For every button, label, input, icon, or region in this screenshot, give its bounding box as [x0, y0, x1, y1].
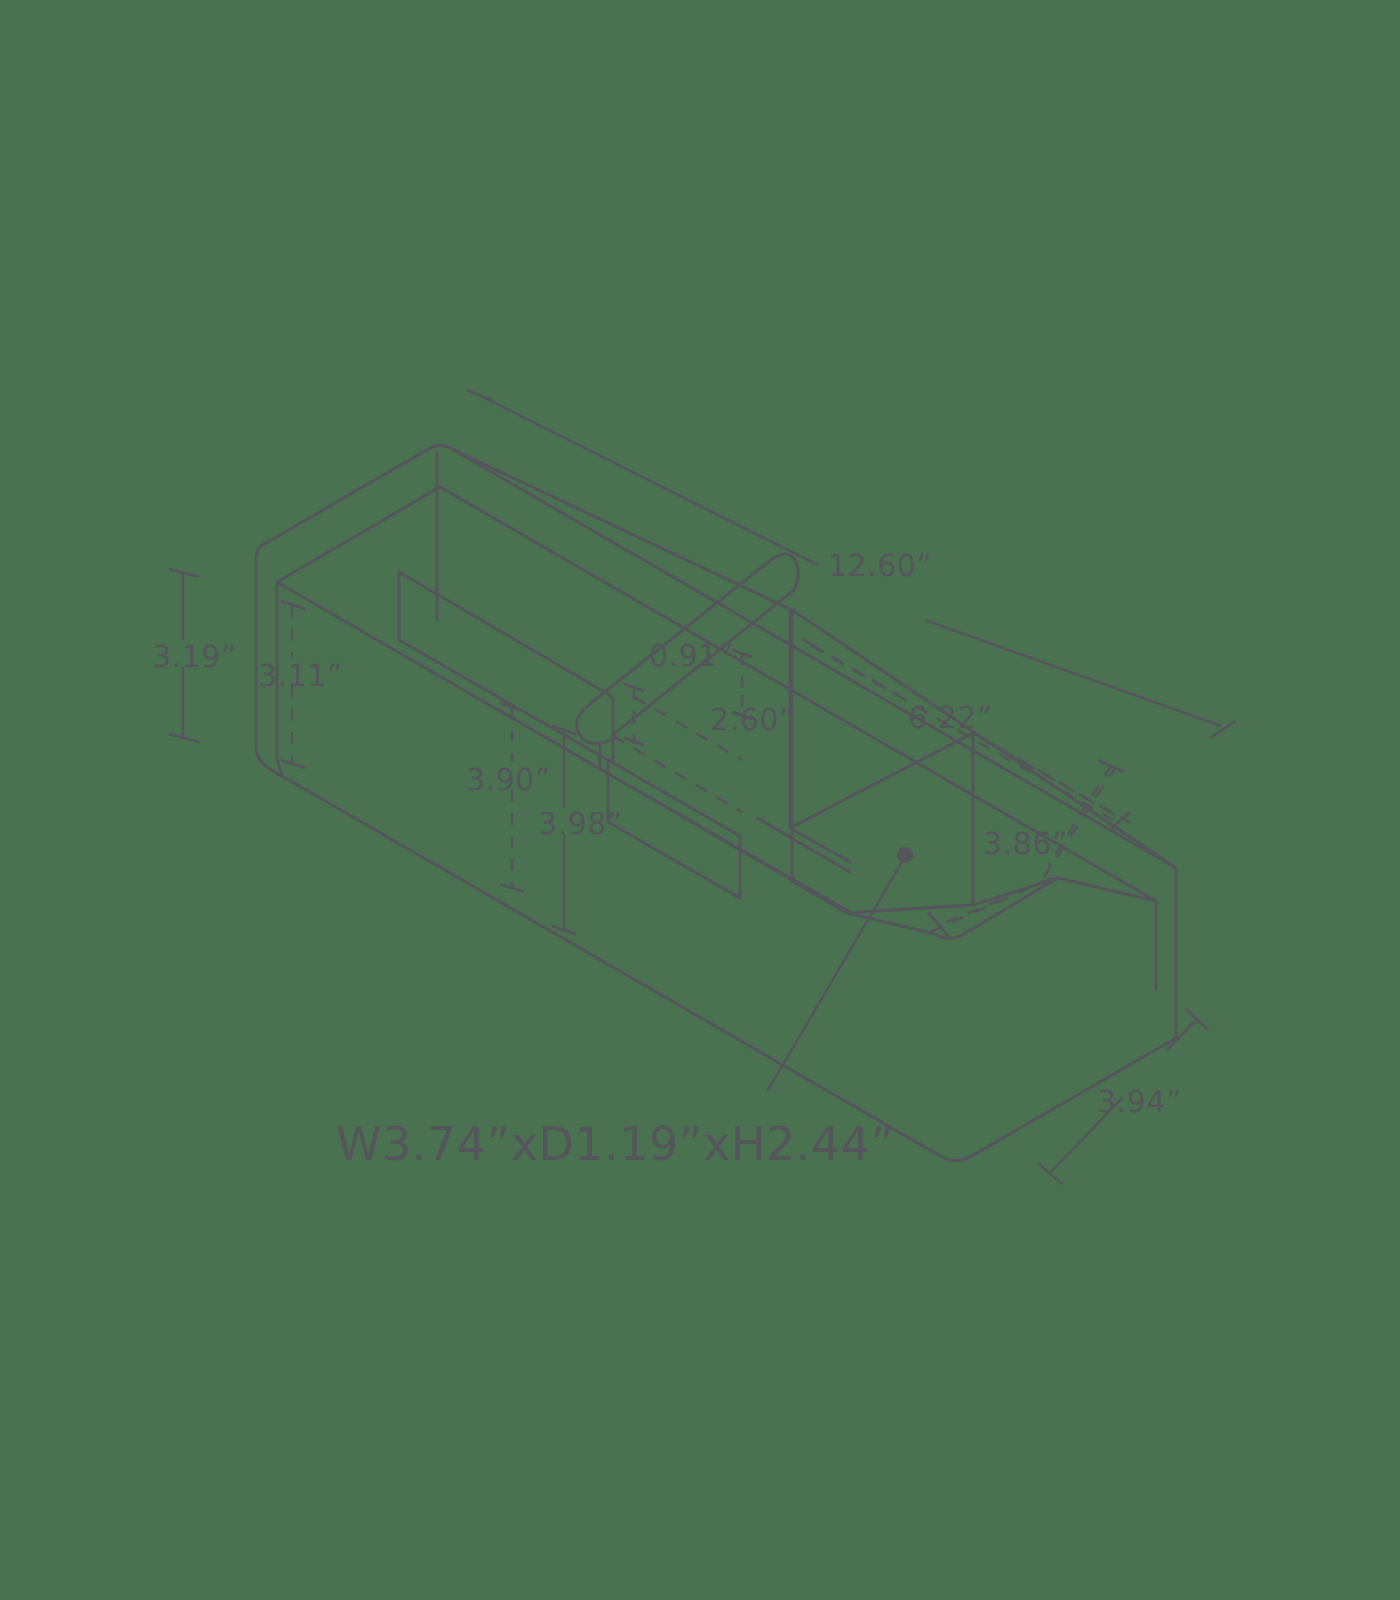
tick-bottom-3-98 [551, 924, 577, 936]
handle-bracket-plate-top [606, 758, 742, 838]
compartment-callout [766, 847, 913, 1092]
dimension-outer-height-mid: 3.98” [538, 724, 623, 936]
right-compartment-corner [845, 911, 937, 936]
tick-top-3-11 [280, 599, 306, 611]
dim-label-3-86: 3.86” [983, 827, 1068, 862]
dimension-caption: W3.74”xD1.19”xH2.44” [336, 1117, 895, 1171]
dim-line-3-94-a [1166, 1018, 1198, 1051]
tick-end-6-22 [1109, 810, 1131, 832]
callout-dot [897, 847, 913, 863]
dim-line-12-60-b [924, 618, 1222, 728]
dim-label-3-94: 3.94” [1097, 1085, 1182, 1120]
handle-rod-end-cap [575, 701, 616, 745]
tick-bottom-3-11 [280, 758, 306, 770]
tick-end-3-86 [926, 911, 950, 937]
hidden-edges [612, 644, 1131, 934]
dim-line-12-60-a [478, 393, 819, 567]
dimension-inner-height-mid: 3.90” [466, 701, 551, 894]
dimension-compartment-length: 6.22” [801, 637, 1131, 832]
dim-label-3-98: 3.98” [538, 807, 623, 842]
handle-bracket-plate [606, 758, 742, 900]
dimension-handle-diameter: 0.91” [649, 639, 753, 721]
handle-rod-top-line [589, 557, 774, 705]
dimension-overall-length: 12.60” [465, 388, 1237, 740]
tick-bottom-0-91 [731, 710, 753, 721]
dim-line-3-94-b [1049, 1097, 1123, 1174]
interior-floor-front-edge [755, 816, 852, 874]
tick-bottom-3-90 [499, 882, 525, 894]
top-rim-back-right-edge [448, 446, 794, 612]
dimension-inner-height-left: 3.11” [258, 599, 343, 770]
dim-label-3-19: 3.19” [152, 640, 237, 675]
dim-label-6-22: 6.22” [908, 701, 993, 736]
front-wall-bottom-edge [266, 766, 944, 1159]
dimension-overall-depth: 3.94” [1037, 1007, 1209, 1186]
divider-panel-2-floor [788, 826, 852, 864]
tick-bottom-2-60 [623, 736, 645, 747]
divider-panel-3-floor-front [788, 878, 849, 915]
dim-label-3-90: 3.90” [466, 763, 551, 798]
callout-leader-line [766, 860, 904, 1092]
tick-top-3-19 [168, 567, 200, 579]
tick-end-12-60 [1209, 719, 1237, 740]
dimension-overall-height-left: 3.19” [152, 567, 237, 744]
right-compartment-floor [933, 876, 1060, 940]
dimension-compartment-depth: 3.86” [926, 758, 1125, 937]
hidden-inner-edge-handle [633, 695, 743, 762]
interior-floor-back-edge [635, 788, 852, 914]
hidden-right-compartment-diag [1042, 767, 1117, 878]
right-compartment-inner-right-wall [1056, 876, 1158, 903]
hidden-inner-edge-bracket [612, 734, 743, 814]
divider-panel-3 [788, 731, 975, 907]
left-inner-floor-edge [275, 758, 285, 779]
dim-line-6-22-a [811, 643, 899, 697]
tick-top-2-60 [623, 682, 645, 693]
tick-end-3-94 [1037, 1161, 1063, 1186]
tote-body [254, 444, 1178, 1162]
divider-panel-3-floor-edge [845, 903, 975, 915]
handle-rod-far-cap [770, 552, 800, 592]
dim-line-3-86-a [1046, 765, 1113, 867]
top-rim-outer-edge [254, 444, 1178, 882]
hidden-back-inner-long-edge [811, 644, 1114, 822]
dim-line-6-22-b [983, 738, 1121, 820]
dim-label-3-11: 3.11” [258, 659, 343, 694]
front-wall-bottom-right [940, 1036, 1178, 1162]
dim-line-3-86-b [935, 898, 1001, 928]
handle-rod-bottom-line [612, 588, 796, 736]
dimension-handle-clearance: 2.60” [623, 682, 795, 747]
dim-label-12-60: 12.60” [828, 549, 932, 584]
tick-bottom-3-19 [168, 732, 200, 744]
dim-label-0-91: 0.91” [649, 639, 734, 674]
dim-label-2-60: 2.60” [710, 703, 795, 738]
